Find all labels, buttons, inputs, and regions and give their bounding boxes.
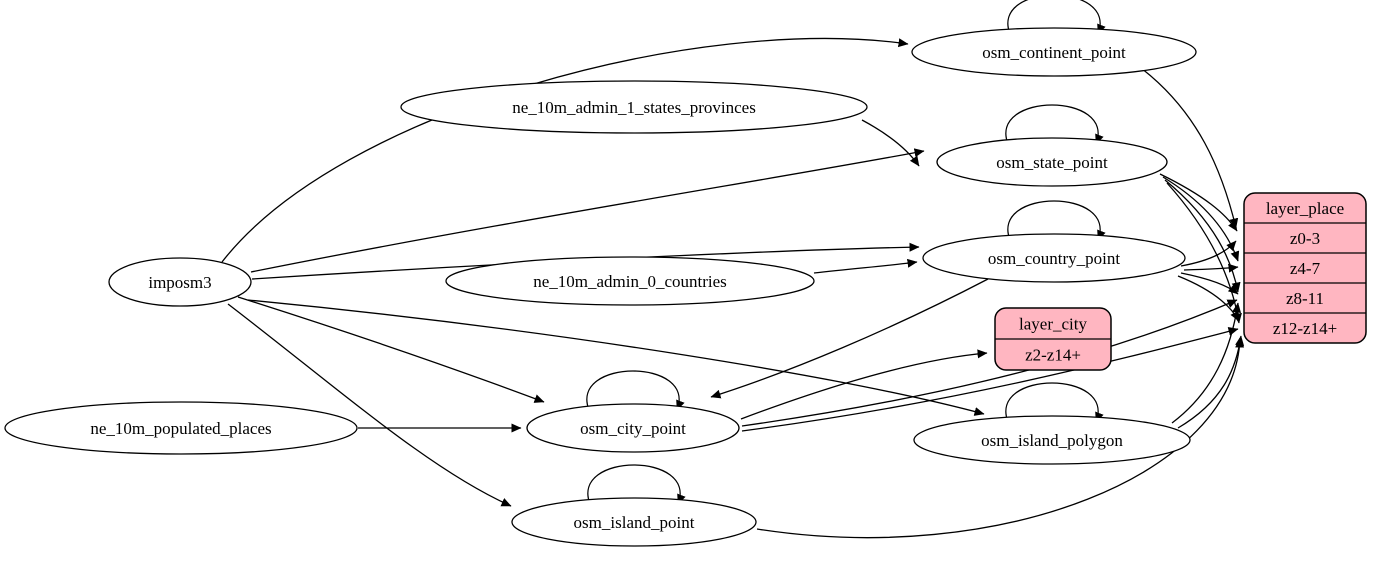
imposm3-shape [108,257,252,307]
node-label: osm_island_polygon [981,431,1123,450]
edge-osm_city_point-to-layer_city.z2-z14+ [740,349,988,420]
edge-osm_city_point-self-loop [586,370,685,411]
osm_state_point-shape [936,137,1168,187]
node-layer_city: layer_city z2-z14+ [994,307,1112,371]
edges-layer [221,37,1245,539]
node-osm_country_point: osm_country_point [922,200,1186,283]
edge-ne_10m_admin_0_countries-to-osm_country_point [813,258,918,274]
node-imposm3: imposm3 [108,257,252,307]
edge-imposm3-to-osm_state_point [250,148,925,273]
node-osm_state_point: osm_state_point [936,104,1168,187]
node-osm_city_point: osm_city_point [526,370,740,453]
edge-osm_state_point-to-layer_place.z0-3 [1159,173,1238,232]
node-label: osm_city_point [580,419,686,438]
osm_island_point-shape [511,497,757,547]
node-label: layer_place [1266,199,1344,218]
node-label: z12-z14+ [1273,319,1337,338]
node-ne_10m_populated_places: ne_10m_populated_places [4,401,358,455]
osm_island_polygon-shape [913,415,1191,465]
node-label: ne_10m_populated_places [90,419,271,438]
edge-osm_city_point-to-layer_place.z12-z14+ [741,327,1239,432]
edge-osm_country_point-to-layer_place.z4-7 [1183,263,1239,273]
edge-osm_country_point-to-layer_place.z8-11 [1180,272,1239,295]
node-ne_10m_admin_0_countries: ne_10m_admin_0_countries [445,256,815,306]
osm_country_point-shape [922,233,1186,283]
node-label: osm_state_point [996,153,1108,172]
edge-imposm3-to-osm_city_point [237,296,545,403]
edge-osm_island_polygon-to-layer_place.z8-11 [1171,302,1242,424]
osm_city_point-shape [526,403,740,453]
edge-osm_continent_point-self-loop [1007,0,1106,35]
node-ne_10m_admin_1_states_provinces: ne_10m_admin_1_states_provinces [400,80,868,134]
edge-osm_country_point-self-loop [1007,200,1106,241]
node-label: imposm3 [148,273,211,292]
edge-osm_state_point-to-layer_place.z4-7 [1162,176,1240,262]
edge-imposm3-to-osm_island_point [227,303,512,507]
edge-osm_island_polygon-self-loop [1005,382,1104,423]
edge-osm_island_point-self-loop [587,464,686,505]
node-label: layer_city [1019,315,1087,334]
node-osm_continent_point: osm_continent_point [911,0,1197,77]
node-label: z8-11 [1286,289,1324,308]
node-label: ne_10m_admin_1_states_provinces [512,98,756,117]
edge-osm_continent_point-to-layer_place.z0-3 [1140,67,1239,229]
node-layer_place: layer_place z0-3 z4-7 z8-11 z12-z14+ [1243,192,1367,344]
node-label: z0-3 [1290,229,1320,248]
node-label: osm_country_point [988,249,1120,268]
edge-imposm3-to-osm_island_polygon [247,299,985,416]
edge-imposm3-to-osm_continent_point [221,37,909,263]
node-label: z2-z14+ [1025,346,1081,365]
edge-osm_country_point-to-layer_place.z0-3 [1180,240,1237,267]
ne_10m_populated_places-shape [4,401,358,455]
node-label: ne_10m_admin_0_countries [533,272,727,291]
node-label: osm_island_point [574,513,695,532]
edge-osm_state_point-self-loop [1005,104,1104,145]
node-osm_island_polygon: osm_island_polygon [913,382,1191,465]
edge-osm_country_point-to-layer_place.z12-z14+ [1177,275,1240,322]
nodes-layer: imposm3 ne_10m_admin_1_states_provincesne… [4,0,1367,547]
edge-osm_state_point-to-layer_place.z8-11 [1164,179,1241,293]
layer_place-shape [1243,192,1367,344]
node-label: osm_continent_point [982,43,1126,62]
ne_10m_admin_1_states_provinces-shape [400,80,868,134]
node-osm_island_point: osm_island_point [511,464,757,547]
ne_10m_admin_0_countries-shape [445,256,815,306]
node-label: z4-7 [1290,259,1321,278]
osm_continent_point-shape [911,27,1197,77]
edge-osm_island_point-to-layer_place.z12-z14+ [756,337,1245,539]
edge-osm_country_point-to-osm_city_point [710,278,989,399]
edge-osm_city_point-to-layer_place.z8-11 [741,299,1238,427]
edge-ne_10m_admin_1_states_provinces-to-osm_state_point [861,119,920,167]
